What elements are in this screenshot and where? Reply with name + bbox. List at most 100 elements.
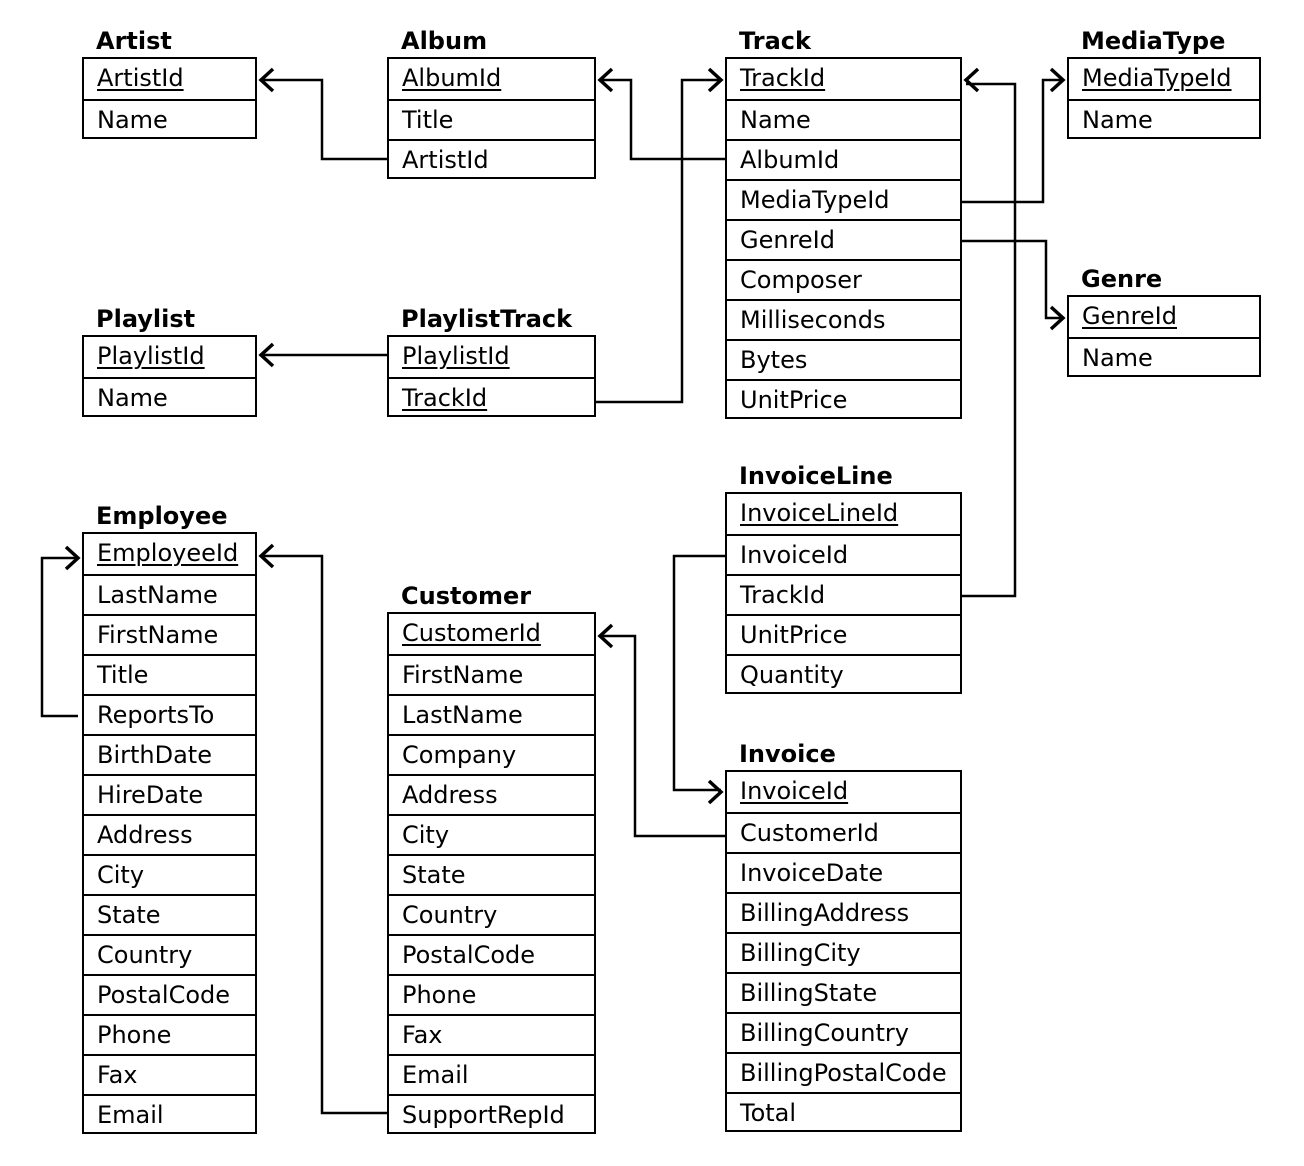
- field-label: SupportRepId: [402, 1101, 565, 1129]
- field-invoiceline-track-id: TrackId: [727, 574, 960, 614]
- field-label: PostalCode: [97, 981, 231, 1009]
- field-label: BillingCountry: [740, 1019, 909, 1047]
- relationship-employee-reportsto: [40, 545, 81, 718]
- field-label: LastName: [97, 581, 218, 609]
- field-track-unit-price: UnitPrice: [727, 379, 960, 419]
- connector-line: [600, 78, 725, 161]
- table-title-playlist: Playlist: [96, 305, 196, 333]
- field-invoiceline-invoice-id: InvoiceId: [727, 534, 960, 574]
- connector-line: [962, 239, 1063, 320]
- field-label: Email: [402, 1061, 469, 1089]
- field-employee-postal-code: PostalCode: [84, 974, 255, 1014]
- field-invoice-billing-country: BillingCountry: [727, 1012, 960, 1052]
- field-label: Name: [740, 106, 811, 134]
- field-label: PlaylistId: [402, 342, 510, 370]
- field-customer-postal-code: PostalCode: [389, 934, 594, 974]
- field-label: BirthDate: [97, 741, 212, 769]
- relationship-album-artist: [258, 67, 387, 161]
- field-label: ArtistId: [97, 64, 184, 92]
- field-track-genre-id: GenreId: [727, 219, 960, 259]
- field-label: HireDate: [97, 781, 204, 809]
- table-title-track: Track: [739, 27, 811, 55]
- field-label: GenreId: [740, 226, 835, 254]
- field-playlisttrack-track-id: TrackId: [389, 377, 594, 417]
- field-customer-fax: Fax: [389, 1014, 594, 1054]
- table-title-album: Album: [401, 27, 488, 55]
- field-label: InvoiceId: [740, 777, 849, 805]
- arrowhead-icon: [64, 545, 81, 571]
- relationship-invoice-customer: [597, 623, 725, 838]
- field-album-album-id: AlbumId: [389, 59, 594, 99]
- field-label: City: [97, 861, 145, 889]
- field-track-track-id: TrackId: [727, 59, 960, 99]
- table-title-invoiceline: InvoiceLine: [739, 462, 893, 490]
- field-employee-hire-date: HireDate: [84, 774, 255, 814]
- arrowhead-icon: [963, 67, 980, 93]
- connector-line: [261, 554, 387, 1115]
- field-label: BillingPostalCode: [740, 1059, 947, 1087]
- field-artist-name: Name: [84, 99, 255, 139]
- field-customer-city: City: [389, 814, 594, 854]
- field-label: Total: [740, 1099, 797, 1127]
- field-label: InvoiceId: [740, 541, 849, 569]
- field-employee-country: Country: [84, 934, 255, 974]
- field-track-bytes: Bytes: [727, 339, 960, 379]
- field-label: BillingCity: [740, 939, 861, 967]
- connector-line: [962, 82, 1017, 598]
- table-title-employee: Employee: [96, 502, 228, 530]
- field-label: LastName: [402, 701, 523, 729]
- field-label: BillingAddress: [740, 899, 910, 927]
- field-employee-city: City: [84, 854, 255, 894]
- field-employee-email: Email: [84, 1094, 255, 1134]
- field-album-title: Title: [389, 99, 594, 139]
- connector-line: [672, 554, 725, 792]
- connector-line: [600, 634, 725, 838]
- field-label: AlbumId: [740, 146, 840, 174]
- field-invoice-billing-city: BillingCity: [727, 932, 960, 972]
- field-label: Address: [402, 781, 498, 809]
- arrowhead-icon: [258, 342, 275, 368]
- arrowhead-icon: [707, 67, 724, 93]
- relationship-track-album: [597, 67, 725, 161]
- field-label: Title: [402, 106, 454, 134]
- relationship-playlisttrack-track: [596, 67, 724, 404]
- field-label: UnitPrice: [740, 621, 848, 649]
- field-employee-first-name: FirstName: [84, 614, 255, 654]
- field-label: UnitPrice: [740, 386, 848, 414]
- field-invoice-billing-state: BillingState: [727, 972, 960, 1012]
- arrowhead-icon: [707, 779, 724, 805]
- field-customer-state: State: [389, 854, 594, 894]
- field-label: Quantity: [740, 661, 844, 689]
- field-employee-reports-to: ReportsTo: [84, 694, 255, 734]
- field-label: CustomerId: [402, 619, 541, 647]
- field-track-milliseconds: Milliseconds: [727, 299, 960, 339]
- field-label: Name: [1082, 106, 1153, 134]
- field-label: AlbumId: [402, 64, 502, 92]
- field-label: Country: [97, 941, 193, 969]
- field-genre-genre-id: GenreId: [1069, 297, 1259, 337]
- field-playlisttrack-playlist-id: PlaylistId: [389, 337, 594, 377]
- relationship-invoiceline-track: [962, 67, 1017, 598]
- arrowhead-icon: [597, 67, 614, 93]
- field-label: Address: [97, 821, 193, 849]
- field-label: Email: [97, 1101, 164, 1129]
- field-employee-address: Address: [84, 814, 255, 854]
- field-customer-address: Address: [389, 774, 594, 814]
- field-track-media-type-id: MediaTypeId: [727, 179, 960, 219]
- field-mediatype-media-type-id: MediaTypeId: [1069, 59, 1259, 99]
- relationship-customer-supportrep-employee: [258, 543, 387, 1115]
- relationship-track-genre: [962, 239, 1066, 331]
- field-invoice-customer-id: CustomerId: [727, 812, 960, 852]
- relationship-invoiceline-invoice: [672, 554, 725, 805]
- field-invoice-billing-postal-code: BillingPostalCode: [727, 1052, 960, 1092]
- table-title-playlisttrack: PlaylistTrack: [401, 305, 573, 333]
- field-customer-phone: Phone: [389, 974, 594, 1014]
